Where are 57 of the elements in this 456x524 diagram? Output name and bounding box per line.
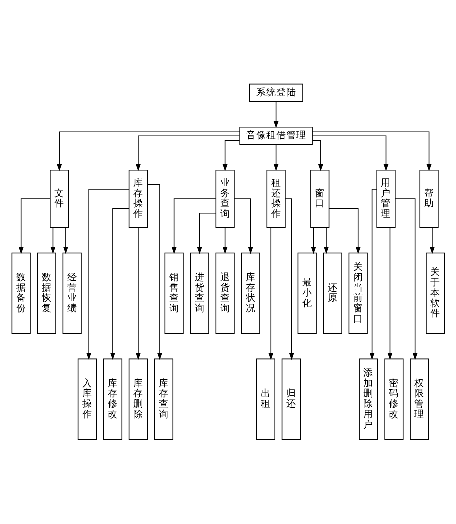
node-box: 密码修改 [384,358,404,440]
node-box: 系统登陆 [248,84,303,102]
arrow [394,198,418,360]
node-box: 库存修改 [102,358,122,440]
node-box: 权限管理 [410,358,429,440]
arrow [429,228,434,254]
arrow [310,228,316,254]
arrow [135,136,240,172]
node-box: 进货查询 [190,252,209,334]
arrow [273,144,278,172]
arrow [62,228,68,254]
node-box: 库存操作 [128,170,148,228]
arrow [196,213,216,254]
node-box: 窗口 [310,170,330,228]
node-box: 退货查询 [215,252,234,334]
arrow [369,189,377,360]
arrow [50,228,56,254]
arrow [312,140,323,172]
node-box: 音像租借管理 [239,126,312,146]
node-box: 还原 [322,252,342,334]
arrow [222,228,228,254]
node-box: 添加删除用户 [358,358,378,440]
arrow [312,132,432,172]
arrow [171,198,216,254]
node-box: 入库操作 [77,358,97,440]
node-box: 库存删除 [128,358,148,440]
node-box: 帮助 [419,170,438,228]
node-box: 最小化 [297,252,316,334]
arrow [284,198,294,360]
arrow [273,102,278,128]
arrow [312,136,388,172]
arrow [268,227,274,360]
node-box: 归还 [281,358,300,440]
node-box: 数据备份 [11,252,30,334]
node-box: 出租 [256,358,275,440]
arrow [234,198,253,254]
arrow [56,132,240,172]
arrow [110,208,130,360]
node-box: 库存状况 [240,252,260,334]
node-box: 租还操作 [266,170,286,228]
node-box: 关闭当前窗口 [348,252,368,334]
node-box: 销售查询 [164,252,184,334]
arrow [222,140,240,172]
node-box: 用户管理 [376,170,396,228]
arrow [387,227,392,360]
arrow [18,198,50,254]
node-box: 经营业绩 [62,252,82,334]
node-box: 库存查询 [154,358,174,440]
node-box: 关于本软件 [426,252,445,334]
arrow [146,184,162,360]
node-box: 文件 [50,170,69,228]
node-box: 业务查询 [215,170,234,228]
node-box: 数据恢复 [36,252,56,334]
arrow [135,227,140,360]
arrow [323,228,328,254]
arrow [328,208,360,254]
arrow [86,189,130,360]
